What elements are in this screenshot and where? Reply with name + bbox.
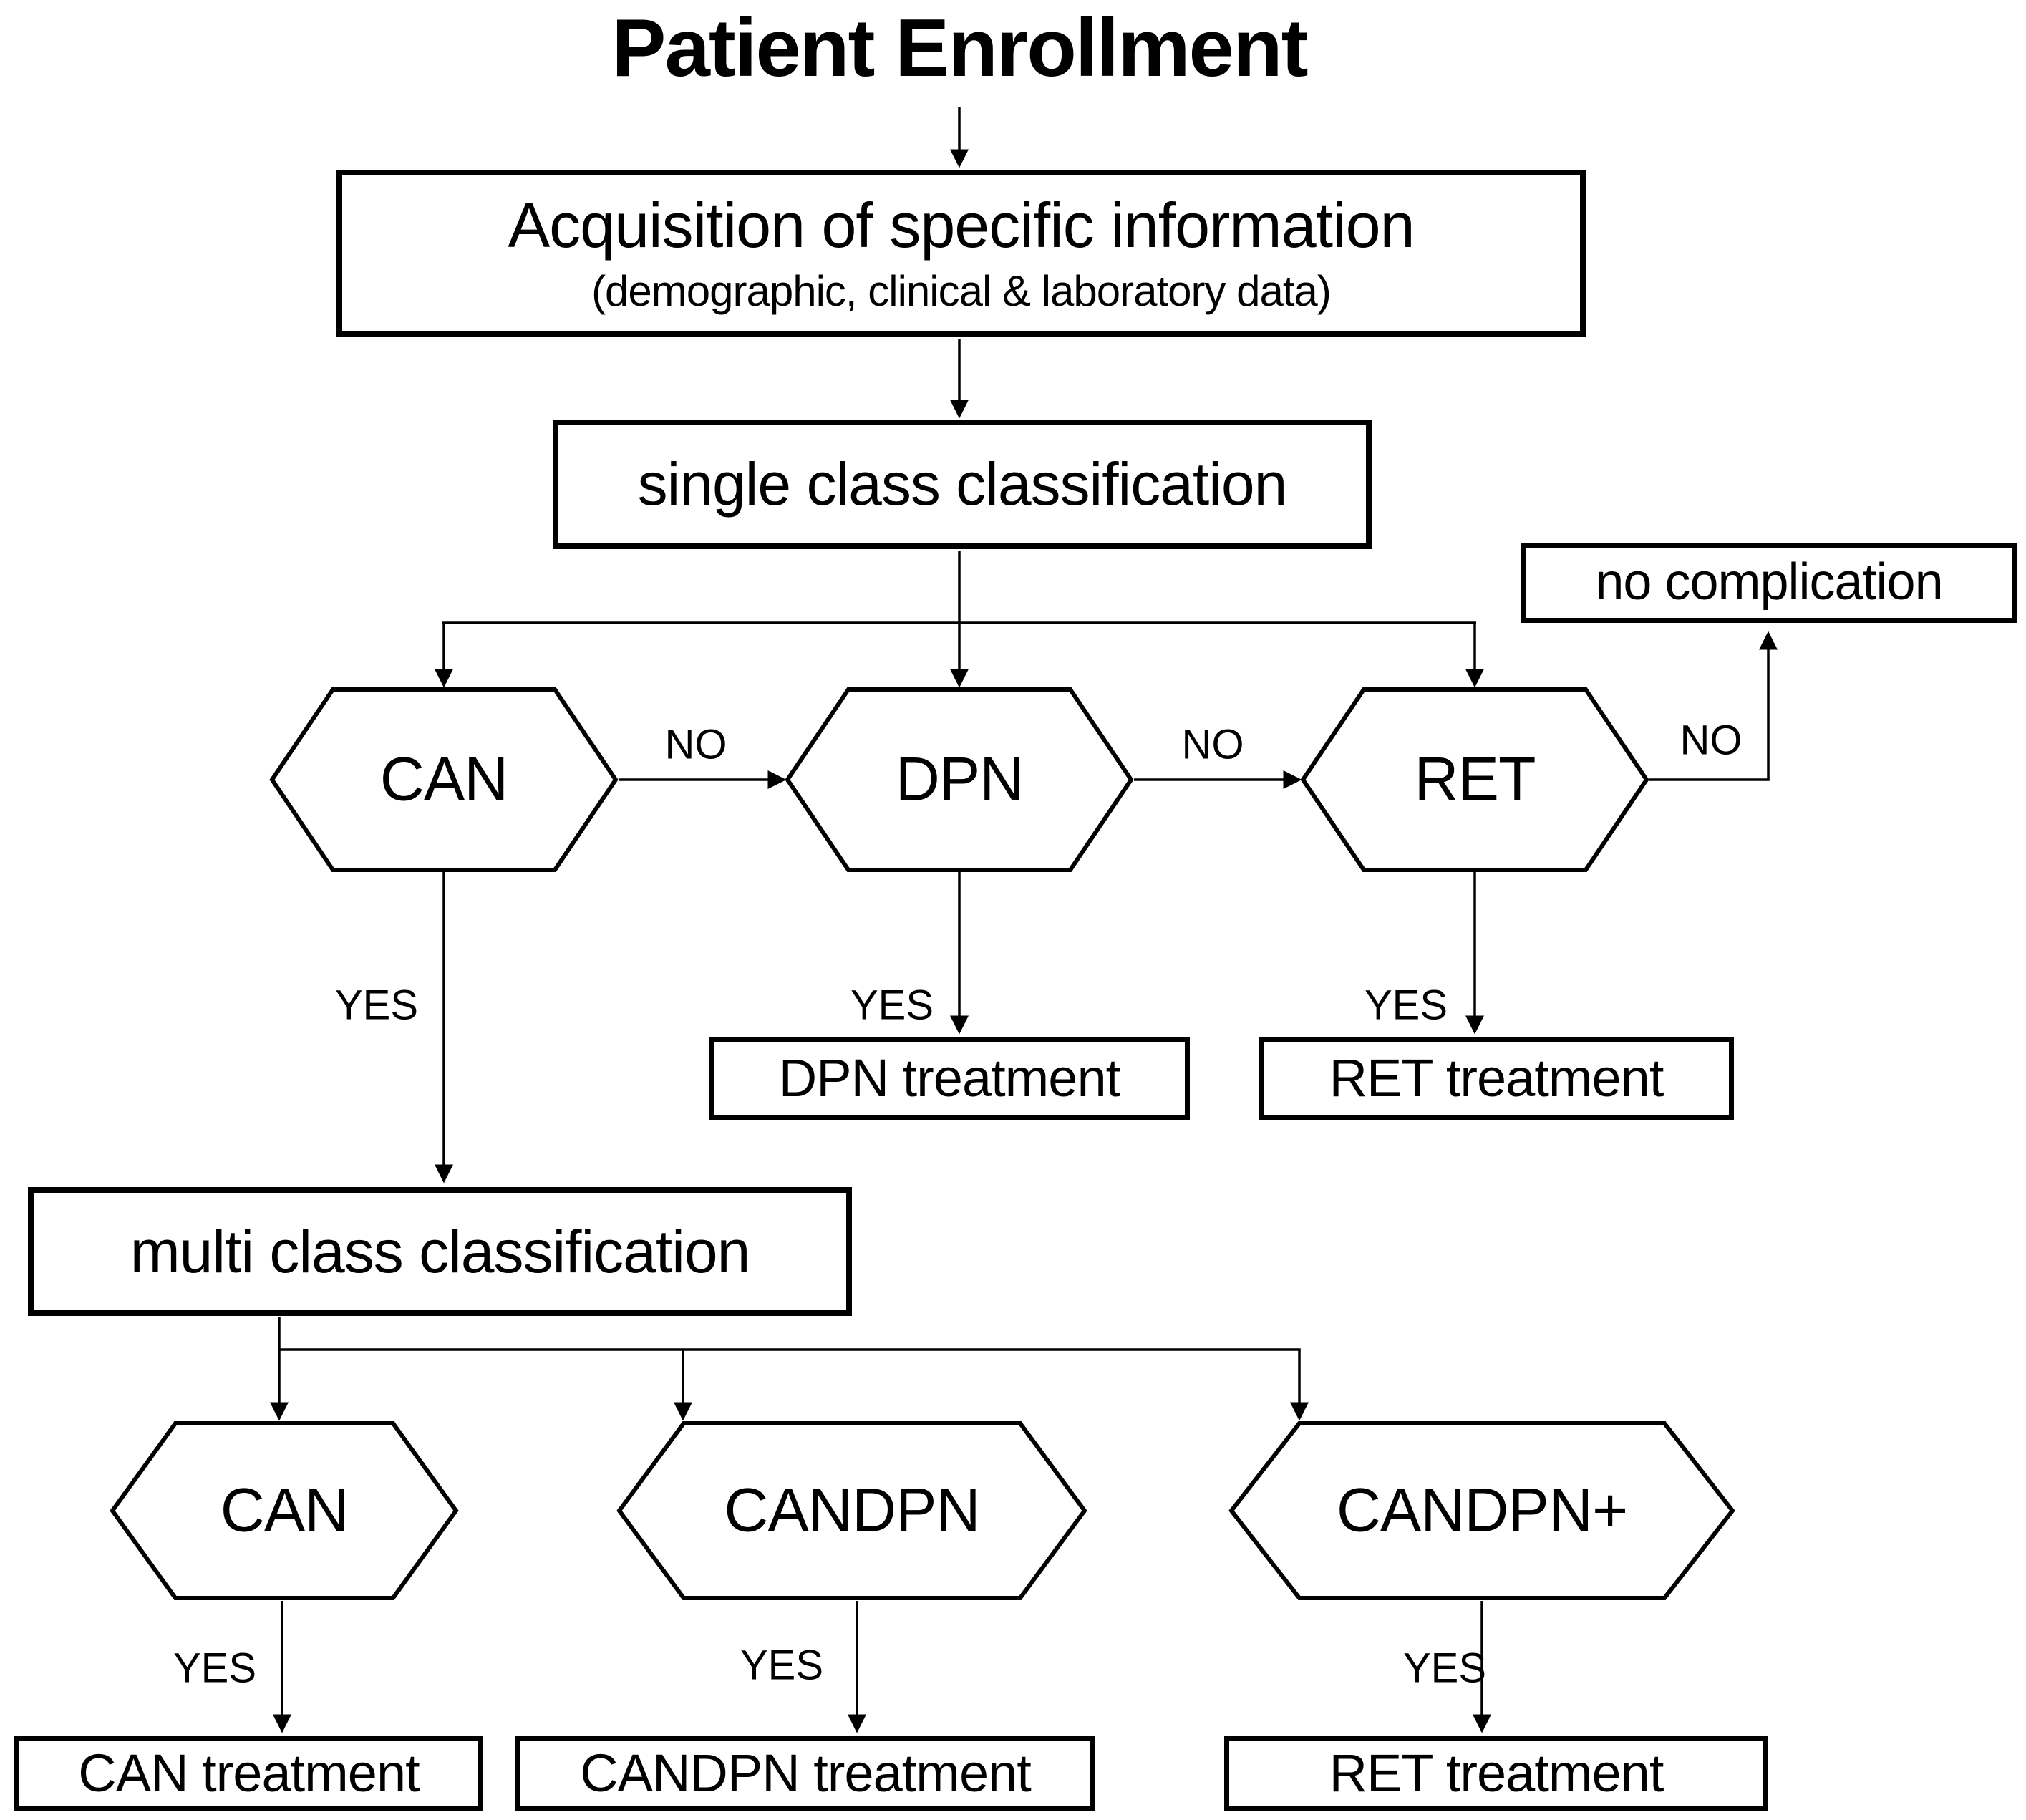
- hexagon-dpn-label: DPN: [895, 745, 1024, 814]
- edge-label-yes-candpn: YES: [740, 1642, 824, 1689]
- hexagon-dpn-shape: [785, 687, 1134, 872]
- hexagon-can-multi-shape: [110, 1421, 459, 1600]
- hexagon-candpn-label: CANDPN: [724, 1476, 980, 1545]
- single-class-label: single class classification: [637, 450, 1288, 518]
- acquisition-line1: Acquisition of specific information: [508, 190, 1415, 261]
- hexagon-can-single-shape: [269, 687, 619, 872]
- can-treatment-label: CAN treatment: [78, 1743, 420, 1804]
- ret-treatment-upper-label: RET treatment: [1329, 1048, 1664, 1108]
- hexagon-candpn-shape: [616, 1421, 1087, 1600]
- acquisition-box: Acquisition of specific information (dem…: [336, 170, 1586, 337]
- ret-treatment-lower-box: RET treatment: [1224, 1736, 1768, 1811]
- edge-label-yes-can-single: YES: [334, 982, 419, 1029]
- edge-label-no-can-dpn: NO: [664, 721, 727, 768]
- edge-label-yes-can-multi: YES: [173, 1645, 257, 1692]
- single-class-box: single class classification: [553, 420, 1372, 549]
- no-complication-label: no complication: [1595, 553, 1943, 611]
- hexagon-ret-shape: [1300, 687, 1649, 872]
- page-title: Patient Enrollment: [611, 3, 1308, 94]
- edge-label-no-ret-out: NO: [1680, 717, 1743, 764]
- candpn-treatment-box: CANDPN treatment: [515, 1736, 1095, 1811]
- multi-class-box: multi class classification: [28, 1187, 852, 1316]
- hexagon-can-single-label: CAN: [379, 745, 509, 814]
- edge-label-yes-candpn-plus: YES: [1402, 1645, 1487, 1692]
- hexagon-can-multi-label: CAN: [220, 1476, 349, 1545]
- no-complication-box: no complication: [1521, 543, 2017, 623]
- dpn-treatment-label: DPN treatment: [778, 1048, 1120, 1108]
- ret-treatment-lower-label: RET treatment: [1329, 1743, 1664, 1804]
- hexagon-candpn-plus-label: CANDPN+: [1336, 1476, 1628, 1545]
- edge-label-yes-dpn: YES: [850, 982, 934, 1029]
- multi-class-label: multi class classification: [130, 1217, 751, 1285]
- acquisition-line2: (demographic, clinical & laboratory data…: [591, 266, 1332, 315]
- ret-treatment-upper-box: RET treatment: [1259, 1037, 1734, 1120]
- hexagon-ret-label: RET: [1414, 745, 1536, 814]
- dpn-treatment-box: DPN treatment: [709, 1037, 1190, 1120]
- hexagon-candpn-plus-shape: [1228, 1421, 1735, 1600]
- edge-label-no-dpn-ret: NO: [1181, 721, 1244, 768]
- can-treatment-box: CAN treatment: [14, 1736, 483, 1811]
- edge-label-yes-ret: YES: [1364, 982, 1448, 1029]
- candpn-treatment-label: CANDPN treatment: [580, 1743, 1032, 1804]
